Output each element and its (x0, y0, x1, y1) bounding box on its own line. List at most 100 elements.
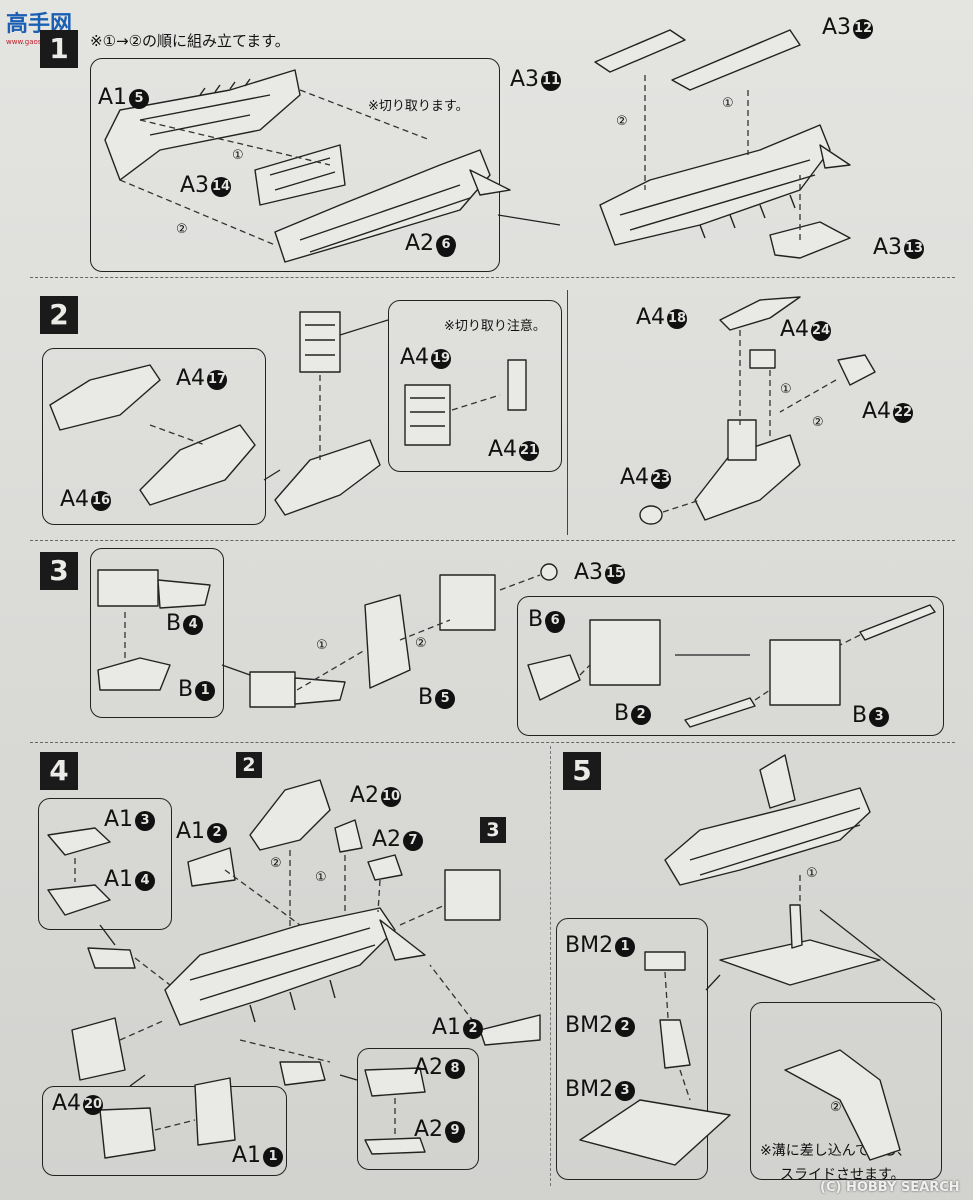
order-marker-1e: ① (315, 870, 327, 885)
part-step4-left-bottom (71, 1017, 126, 1081)
tower-parts (299, 311, 527, 446)
separator-step2-inner (567, 290, 568, 535)
part-a2-8 (364, 1067, 426, 1097)
part-a2-10 (334, 819, 363, 853)
part-a1-4 (47, 884, 111, 916)
separator-1-2 (30, 277, 955, 278)
step-2-badge: 2 (40, 296, 78, 334)
part-b1-assembled (249, 671, 346, 708)
finished-ship (664, 754, 871, 886)
part-a4-20 (99, 1107, 156, 1159)
part-b-top (439, 574, 496, 631)
part-step4-small-left (87, 947, 136, 969)
part-a1-2-left (187, 847, 236, 887)
cut-note: ※切り取ります。 (368, 99, 469, 114)
part-a2-9 (364, 1137, 426, 1155)
part-bm2-3 (579, 1099, 731, 1166)
hull-step2-right (694, 419, 801, 521)
detail-view-stand (784, 1049, 901, 1161)
separator-3-4 (30, 742, 955, 743)
step-2-sub-panel-left (42, 348, 266, 525)
part-a3-11 (594, 29, 686, 73)
part-b3-rod2 (684, 697, 756, 728)
step-5-sub-panel-detail (750, 1002, 942, 1180)
part-a4-16 (139, 424, 256, 506)
hull-a1-5 (104, 69, 301, 181)
part-a3-12 (671, 29, 801, 91)
order-note: ※①→②の順に組み立てます。 (90, 32, 290, 50)
order-marker-2b: ② (616, 114, 628, 129)
order-marker-1d: ① (316, 638, 328, 653)
step-3-sub-panel-right (517, 596, 944, 736)
part-b5 (364, 594, 411, 689)
hull-assembled-step1 (599, 124, 851, 246)
hull-a3-14 (254, 144, 346, 206)
part-a4-24 (749, 349, 776, 369)
order-marker-2f: ② (830, 1100, 842, 1115)
part-a3-15 (540, 563, 558, 581)
order-marker-1a: ① (232, 148, 244, 163)
site-logo: 高手网 www.gaoshou.net (6, 6, 76, 46)
order-marker-1c: ① (780, 382, 792, 397)
step-2-sub-panel-right (388, 300, 562, 472)
part-b1 (97, 657, 171, 691)
order-marker-2c: ② (812, 415, 824, 430)
part-bm2-2 (659, 1019, 691, 1069)
part-bm2-1 (644, 951, 686, 971)
part-a1-2-right (479, 1014, 541, 1046)
step-4-badge: 4 (40, 752, 78, 790)
hull-a2-6 (274, 149, 511, 263)
part-b4 (97, 569, 211, 609)
separator-4-5 (550, 746, 551, 1186)
order-marker-2d: ② (415, 636, 427, 651)
part-a4-18 (719, 296, 801, 331)
part-b2 (589, 619, 661, 686)
step-3-reference: 3 (480, 817, 506, 843)
order-marker-1b: ① (722, 96, 734, 111)
part-b3-rod1 (859, 604, 936, 641)
step-3-sub-panel-left (90, 548, 224, 718)
step-2-reference: 2 (236, 752, 262, 778)
hull-step4-main (164, 907, 426, 1026)
watermark-prefix: (C) (820, 1180, 842, 1195)
part-b6 (527, 654, 581, 701)
step-1-sub-panel (90, 58, 500, 272)
sub-assembly-step2 (249, 779, 331, 851)
step-4-sub-panel-top (38, 798, 172, 930)
part-b3-assembled (769, 639, 841, 706)
step-4-sub-panel-right (357, 1048, 479, 1170)
step-1-badge: 1 (40, 30, 78, 68)
slide-note-line2: スライドさせます。 (780, 1167, 905, 1183)
hull-step2-mid (274, 439, 381, 516)
sub-assembly-step3 (444, 869, 501, 921)
part-a1-3 (47, 827, 111, 856)
step-5-badge: 5 (563, 752, 601, 790)
cut-careful-note: ※切り取り注意。 (444, 319, 546, 334)
separator-2-3 (30, 540, 955, 541)
